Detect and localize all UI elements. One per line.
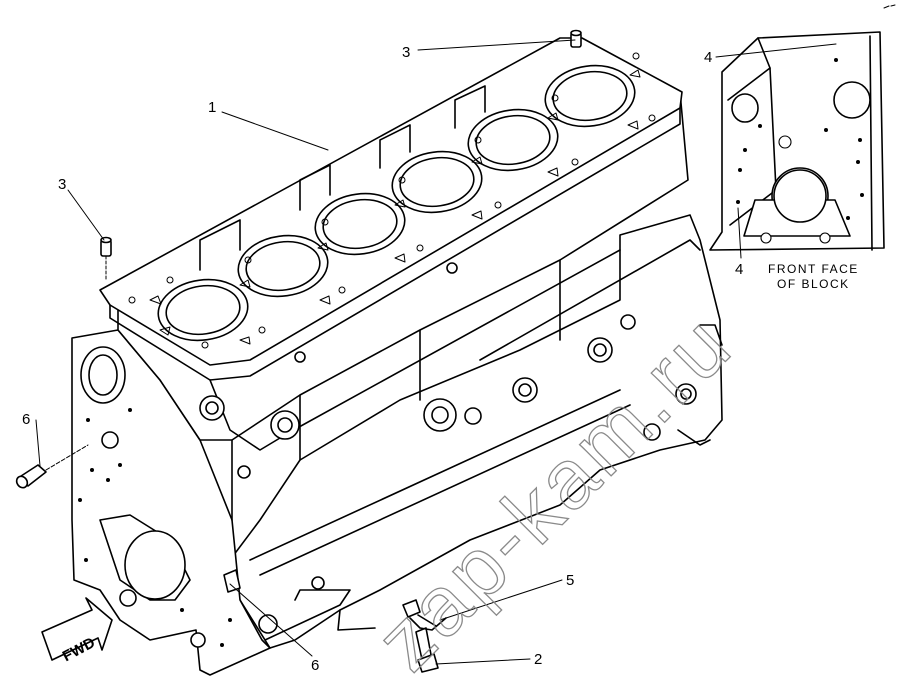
deck-holes xyxy=(128,52,656,349)
cylinder-bores xyxy=(157,64,636,342)
side-bosses xyxy=(199,262,697,479)
dowel-pin-left xyxy=(100,236,112,281)
forward-direction-arrow: FWD xyxy=(41,597,113,665)
leader-lines xyxy=(35,39,837,665)
oil-fitting xyxy=(402,599,447,673)
callout-1: 1 xyxy=(208,99,216,116)
lower-bolt-boss-2 xyxy=(311,576,325,590)
callout-6-left: 6 xyxy=(22,411,30,428)
callout-5: 5 xyxy=(566,572,574,589)
front-face-details xyxy=(78,346,232,648)
callout-4-top: 4 xyxy=(704,49,712,66)
corner-mark xyxy=(883,4,896,9)
side-ribs xyxy=(199,85,701,576)
pan-rail xyxy=(264,324,723,641)
callout-3-left: 3 xyxy=(58,176,66,193)
inset-caption-line2: OF BLOCK xyxy=(777,277,850,291)
callout-3-top: 3 xyxy=(402,44,410,61)
plug-bottom xyxy=(223,569,241,593)
dowel-pin-top xyxy=(570,29,582,48)
callout-6-bottom: 6 xyxy=(311,657,319,674)
lower-bolt-boss xyxy=(258,614,278,634)
plug-left xyxy=(15,444,89,489)
callout-2: 2 xyxy=(534,651,542,668)
callout-4-bottom: 4 xyxy=(735,261,743,278)
front-face-inset xyxy=(709,31,885,251)
callout-labels: 1 2 3 3 4 4 5 6 6 xyxy=(22,44,743,674)
inset-caption-line1: FRONT FACE xyxy=(768,262,859,276)
cylinder-block xyxy=(71,37,723,676)
